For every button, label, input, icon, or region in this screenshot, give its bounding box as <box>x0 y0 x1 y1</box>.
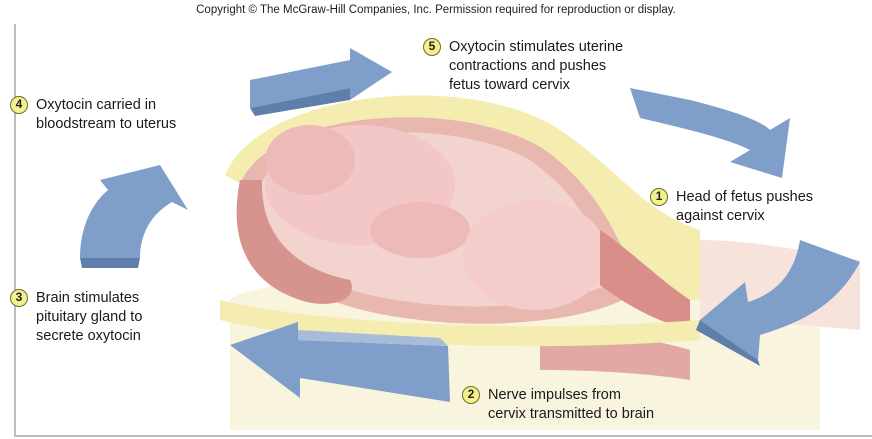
step-4-text: Oxytocin carried in bloodstream to uteru… <box>36 96 176 134</box>
step-1: 1 Head of fetus pushes against cervix <box>650 188 813 226</box>
step-2: 2 Nerve impulses from cervix transmitted… <box>462 386 654 424</box>
step-3: 3 Brain stimulates pituitary gland to se… <box>10 289 142 346</box>
step-1-text: Head of fetus pushes against cervix <box>676 188 813 226</box>
step-1-badge: 1 <box>650 188 668 206</box>
arrow-left <box>80 165 188 258</box>
step-5: 5 Oxytocin stimulates uterine contractio… <box>423 38 623 95</box>
step-5-text: Oxytocin stimulates uterine contractions… <box>449 38 623 95</box>
step-3-badge: 3 <box>10 289 28 307</box>
arrow-left-shadow <box>80 258 140 268</box>
step-4-badge: 4 <box>10 96 28 114</box>
fetus-leg <box>265 125 355 195</box>
step-4: 4 Oxytocin carried in bloodstream to ute… <box>10 96 176 134</box>
fetus-head <box>463 200 607 310</box>
step-2-text: Nerve impulses from cervix transmitted t… <box>488 386 654 424</box>
fetus-arm <box>370 202 470 258</box>
step-3-text: Brain stimulates pituitary gland to secr… <box>36 289 142 346</box>
step-2-badge: 2 <box>462 386 480 404</box>
arrow-topright <box>630 88 790 178</box>
step-5-badge: 5 <box>423 38 441 56</box>
